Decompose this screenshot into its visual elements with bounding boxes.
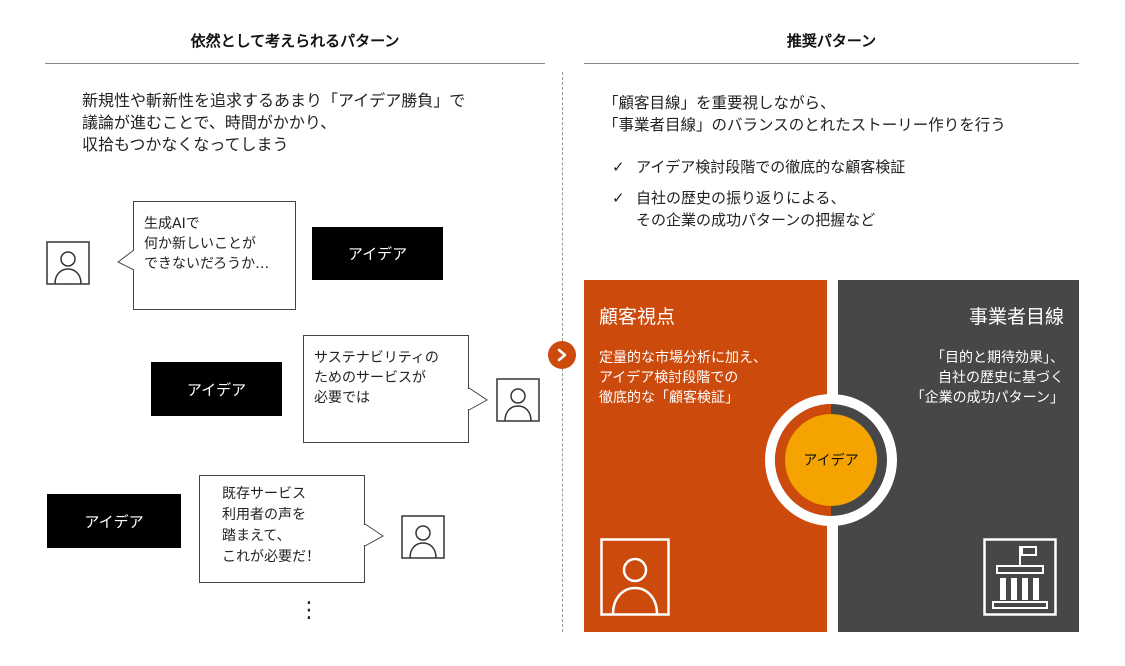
idea-box-3: アイデア [47,494,181,548]
right-description: 「顧客目線」を重要視しながら、 「事業者目線」のバランスのとれたストーリー作りを… [603,94,1006,134]
bubble-tail-3 [364,523,384,547]
check-item-text: アイデア検討段階での徹底的な顧客検証 [636,158,906,176]
person-icon [600,538,670,616]
business-perspective-panel: 事業者目線 「目的と期待効果」、 自社の歴史に基づく 「企業の成功パターン」 [838,280,1079,632]
person-icon [401,515,445,559]
speech-bubble-2: サステナビリティの ためのサービスが 必要では [303,335,469,443]
bubble-tail-1 [117,249,135,271]
left-title-rule [45,63,545,64]
speech-bubble-1: 生成AIで 何か新しいことが できないだろうか… [133,201,296,310]
person-icon [496,378,540,422]
idea-box-2: アイデア [151,362,282,416]
vertical-ellipsis: ⋮ [298,598,320,623]
check-icon: ✓ [612,189,625,207]
idea-box-1: アイデア [312,227,443,280]
left-column-title: 依然として考えられるパターン [190,32,400,50]
person-icon [46,241,90,285]
right-title-rule [584,63,1079,64]
bubble-tail-2 [468,387,488,411]
chevron-right-icon [548,341,576,369]
panel-left-text: 定量的な市場分析に加え、 アイデア検討段階での 徹底的な「顧客検証」 [599,350,767,406]
check-icon: ✓ [612,158,625,176]
speech-bubble-3: 既存サービス 利用者の声を 踏まえて、 これが必要だ！ [199,475,365,583]
center-idea-circle: アイデア [785,414,877,506]
left-description: 新規性や斬新性を追求するあまり「アイデア勝負」で 議論が進むことで、時間がかかり… [82,91,466,154]
building-icon [983,538,1057,616]
check-item-2: ✓ 自社の歴史の振り返りによる、 その企業の成功パターンの把握など [612,187,1072,231]
panel-right-text: 「目的と期待効果」、 自社の歴史に基づく 「企業の成功パターン」 [910,350,1064,406]
check-item-1: ✓ アイデア検討段階での徹底的な顧客検証 [612,156,1072,178]
panel-right-title: 事業者目線 [968,306,1064,328]
check-item-text: 自社の歴史の振り返りによる、 その企業の成功パターンの把握など [636,189,876,229]
panel-left-title: 顧客視点 [599,306,676,328]
right-column-title: 推奨パターン [786,32,877,50]
